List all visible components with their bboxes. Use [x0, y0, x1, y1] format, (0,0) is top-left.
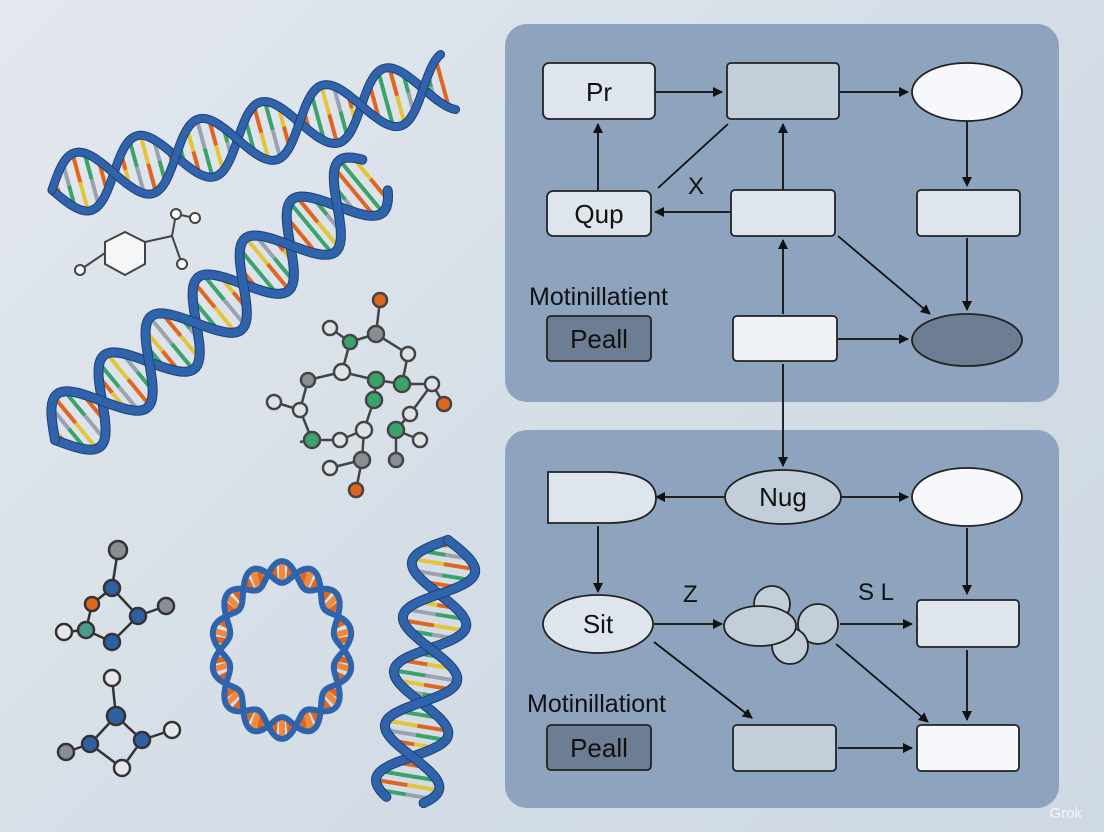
- node-sit-label: Sit: [583, 609, 614, 639]
- dna-helix-icon: [47, 50, 460, 216]
- node-d: [732, 315, 838, 362]
- node-h: [547, 471, 657, 524]
- edge-x-line: [657, 123, 729, 189]
- node-g: [911, 313, 1023, 367]
- dna-base-pair: [194, 119, 207, 149]
- dna-base-pair: [407, 783, 440, 793]
- dna-base-pair: [146, 163, 158, 193]
- dna-backbone: [51, 186, 393, 454]
- dna-base-pair: [393, 668, 426, 678]
- dna-base-pair: [359, 185, 385, 214]
- dna-base-pair: [78, 181, 91, 212]
- node-nug: Nug: [724, 469, 842, 525]
- dna-base-pair: [262, 100, 275, 131]
- dna-backbone: [209, 565, 355, 742]
- dna-base-pair: [319, 84, 332, 115]
- node-qup: Qup: [546, 190, 652, 237]
- dna-base-pair: [249, 709, 263, 732]
- edge-c-to-g: [837, 235, 931, 315]
- bottom-peall-button[interactable]: Peall: [546, 724, 652, 771]
- dna-base-pair: [375, 777, 408, 788]
- edge-sit-to-l: [653, 641, 753, 719]
- dna-base-pair: [138, 134, 151, 165]
- dna-helix-icon: [46, 152, 394, 455]
- node-m: [916, 724, 1020, 772]
- edge-j-to-m: [835, 643, 929, 723]
- edge-sl-label: S L: [858, 579, 894, 606]
- grok-watermark: Grok: [1049, 805, 1082, 822]
- molecule-cluster-icon: [265, 291, 453, 499]
- edge-z-label: Z: [683, 581, 698, 608]
- top-section-title: Motinillatient: [529, 283, 668, 311]
- node-nug-label: Nug: [759, 482, 807, 512]
- dna-base-pair: [270, 129, 283, 159]
- edge-x-label: X: [688, 173, 704, 200]
- node-b: [911, 62, 1023, 122]
- grok-watermark-text: Grok: [1049, 805, 1082, 822]
- node-e: [916, 189, 1021, 237]
- dna-helix-icon: [370, 535, 481, 809]
- dna-base-pair: [301, 568, 315, 591]
- dna-base-pair: [288, 201, 313, 230]
- node-k: [916, 599, 1020, 648]
- dna-base-pair: [105, 352, 130, 381]
- node-pr: Pr: [542, 62, 656, 120]
- dna-base-pair: [249, 568, 263, 591]
- dna-base-pair: [338, 158, 363, 188]
- top-edges: [593, 87, 972, 467]
- dna-backbone: [48, 64, 459, 215]
- node-pr-label: Pr: [586, 77, 612, 107]
- dna-base-pair: [244, 236, 270, 266]
- top-peall-label: Peall: [570, 324, 628, 354]
- node-a: [726, 62, 840, 120]
- dna-base-pair: [327, 113, 340, 144]
- node-j: [723, 585, 839, 665]
- dna-base-pair: [52, 396, 78, 425]
- dna-base-pair: [70, 153, 83, 183]
- dna-ring-icon: [209, 558, 355, 742]
- dna-base-pair: [74, 421, 99, 450]
- dna-base-pair: [425, 673, 458, 683]
- dna-backbone: [380, 536, 480, 808]
- node-qup-label: Qup: [574, 199, 623, 229]
- molecular-illustration: [46, 50, 481, 809]
- node-c: [730, 189, 836, 237]
- node-l: [732, 724, 837, 772]
- benzene-molecule-icon: [74, 208, 201, 277]
- node-sit: Sit: [542, 594, 654, 654]
- bottom-edges: [593, 492, 972, 753]
- dna-base-pair: [202, 147, 215, 178]
- small-molecule-icon: [54, 539, 176, 652]
- dna-base-pair: [266, 262, 291, 292]
- top-peall-button[interactable]: Peall: [546, 315, 652, 362]
- dna-base-pair: [126, 378, 152, 407]
- dna-base-pair: [301, 709, 315, 732]
- dna-base-pair: [148, 316, 174, 345]
- node-i: [911, 467, 1023, 527]
- dna-base-pair: [170, 342, 195, 371]
- bottom-section-title: Motinillationt: [527, 690, 666, 718]
- dna-base-pair: [309, 226, 334, 255]
- dna-backbone: [47, 153, 367, 444]
- bottom-peall-label: Peall: [570, 733, 628, 763]
- dna-backbone: [48, 51, 444, 198]
- small-molecule-icon: [56, 668, 182, 778]
